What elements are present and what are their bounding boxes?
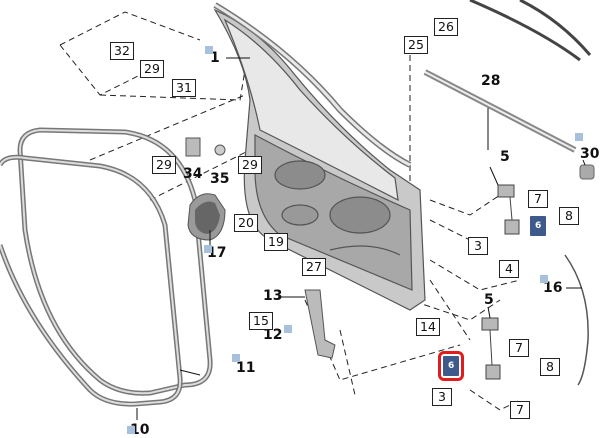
door-seal-part <box>0 127 213 407</box>
marker-tick <box>127 426 135 434</box>
callout-3-upper: 3 <box>468 237 488 255</box>
callout-20: 20 <box>234 214 258 232</box>
callout-28: 28 <box>481 73 501 89</box>
leader-dashed-hinge-lower <box>429 259 521 341</box>
callout-5-upper: 5 <box>500 149 510 165</box>
callout-30: 30 <box>580 146 600 162</box>
callout-7-upper: 7 <box>528 190 548 208</box>
marker-tick <box>205 46 213 54</box>
callout-29-right: 29 <box>238 156 262 174</box>
bracket-part <box>185 137 201 157</box>
callout-26: 26 <box>434 18 458 36</box>
leader-dashed-mid <box>89 94 251 201</box>
callout-1: 1 <box>210 50 220 66</box>
callout-4: 4 <box>499 260 519 278</box>
callout-16: 16 <box>543 280 563 296</box>
wire-rod-part <box>564 254 589 386</box>
marker-tick <box>575 133 583 141</box>
callout-14: 14 <box>416 318 440 336</box>
callout-7-lower: 7 <box>510 401 530 419</box>
callout-6-highlighted[interactable]: 6 <box>437 351 465 381</box>
lower-hinge-part <box>481 317 501 380</box>
callout-8-lower: 8 <box>540 358 560 376</box>
mirror-part <box>187 193 226 241</box>
callout-29-left: 29 <box>152 156 176 174</box>
callout-27: 27 <box>302 258 326 276</box>
callout-19: 19 <box>264 233 288 251</box>
callout-29-top: 29 <box>140 60 164 78</box>
callout-3-lower: 3 <box>432 388 452 406</box>
nut-part <box>214 144 226 156</box>
callout-6-upper[interactable]: 6 <box>530 216 547 236</box>
callout-12: 12 <box>263 327 283 343</box>
callout-7-mid: 7 <box>509 339 529 357</box>
leader-dashed-hinge-upper <box>429 194 501 246</box>
callout-32: 32 <box>110 42 134 60</box>
marker-tick <box>232 354 240 362</box>
callout-35: 35 <box>210 171 230 187</box>
callout-34: 34 <box>183 166 203 182</box>
marker-tick <box>284 325 292 333</box>
callout-31: 31 <box>172 79 196 97</box>
weatherstrip-part <box>469 0 592 62</box>
upper-hinge-part <box>497 184 520 235</box>
callout-11: 11 <box>236 360 256 376</box>
callout-5-lower: 5 <box>484 292 494 308</box>
marker-tick <box>204 245 212 253</box>
leader-dashed-bottom <box>304 299 461 396</box>
marker-tick <box>540 275 548 283</box>
callout-13: 13 <box>263 288 283 304</box>
handle-part <box>304 289 336 359</box>
callout-15: 15 <box>249 312 273 330</box>
callout-8-upper: 8 <box>559 207 579 225</box>
end-cap-part <box>579 164 595 180</box>
callout-25: 25 <box>404 36 428 54</box>
